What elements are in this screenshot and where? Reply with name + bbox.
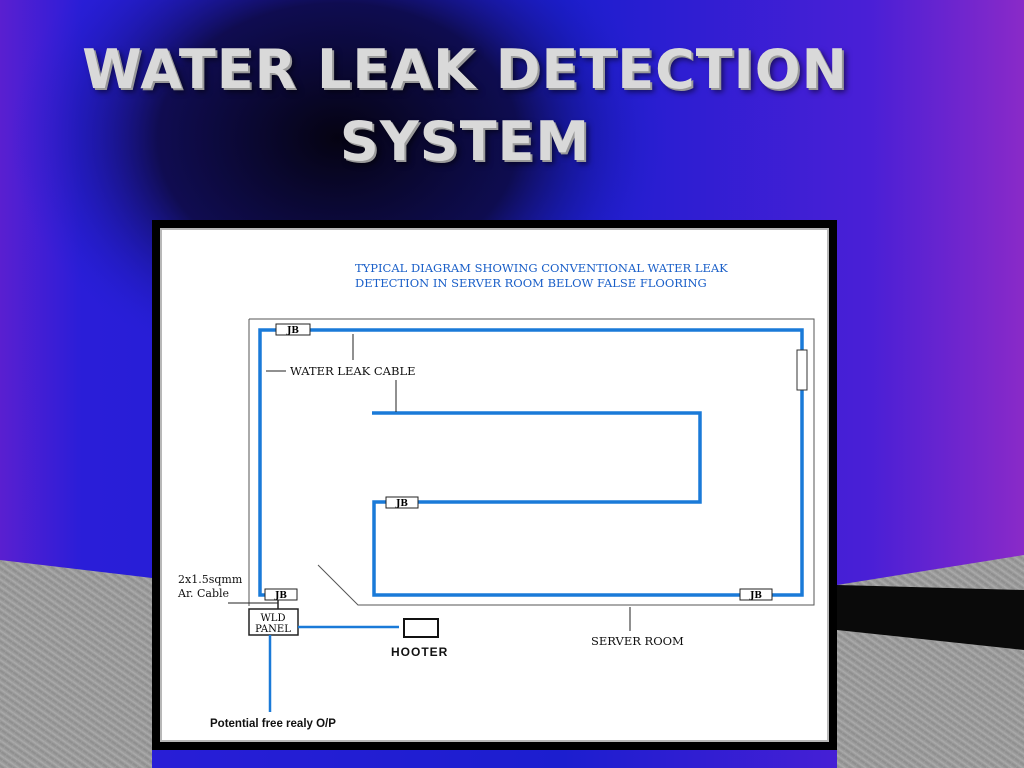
server-room-label: SERVER ROOM (591, 634, 684, 648)
panel-label-line-1: WLD (261, 613, 286, 624)
slide-title: WATER LEAK DETECTION SYSTEM (60, 34, 870, 178)
jb-label: JB (395, 499, 408, 509)
relay-output-label: Potential free realy O/P (210, 718, 336, 730)
cable-end-terminator (796, 349, 808, 391)
jb-label: JB (286, 326, 299, 336)
hooter-box (403, 618, 439, 638)
cable-spec-line-1: 2x1.5sqmm (178, 573, 243, 586)
diagram-heading-line-1: TYPICAL DIAGRAM SHOWING CONVENTIONAL WAT… (355, 261, 728, 275)
junction-box-middle: JB (385, 496, 419, 509)
water-leak-cable-label: WATER LEAK CABLE (290, 364, 415, 378)
junction-box-bottom-right: JB (739, 588, 773, 601)
diagram-heading-line-2: DETECTION IN SERVER ROOM BELOW FALSE FLO… (355, 276, 707, 290)
panel-label-line-2: PANEL (255, 624, 291, 635)
junction-box-bottom-left: JB (264, 588, 298, 601)
jb-label: JB (749, 591, 762, 601)
water-leak-cable-leaders (266, 334, 397, 412)
wld-panel: WLD PANEL (248, 608, 299, 636)
jb-label: JB (274, 591, 287, 601)
hooter-label: HOOTER (391, 645, 448, 659)
diagram-canvas (160, 228, 829, 742)
cable-spec-line-2: Ar. Cable (177, 587, 229, 600)
slide-title-line-1: WATER LEAK DETECTION (82, 38, 848, 101)
diagram-frame (152, 220, 837, 750)
junction-box-top-left: JB (275, 323, 311, 336)
slide-title-line-2: SYSTEM (339, 110, 591, 173)
server-room-outline (249, 318, 815, 606)
water-leak-cable (258, 328, 804, 597)
